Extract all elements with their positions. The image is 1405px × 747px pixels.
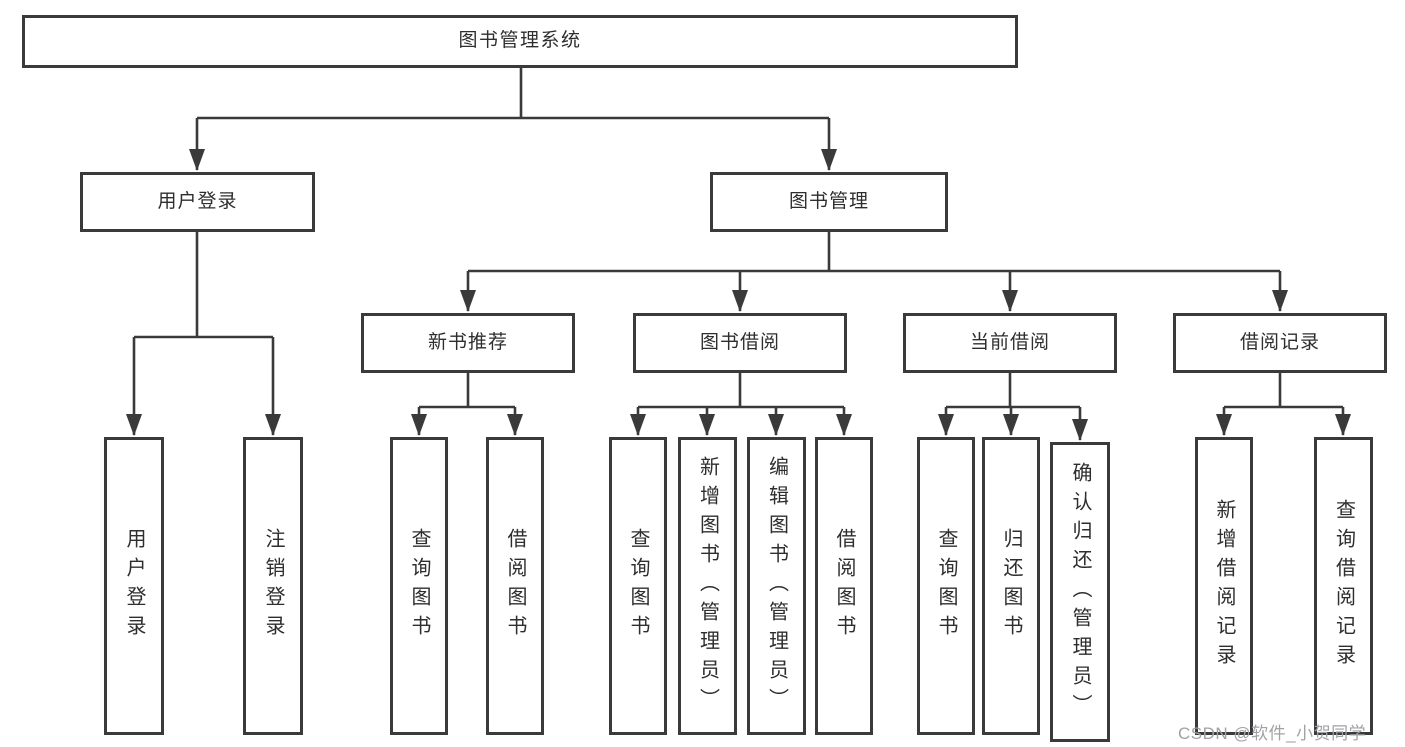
node-book-management: 图书管理 (710, 172, 948, 232)
leaf-borrow-books-2: 借阅图书 (815, 437, 873, 735)
leaf-query-books-borrow: 查询图书 (609, 437, 667, 735)
leaf-query-borrow-record: 查询借阅记录 (1314, 437, 1373, 735)
node-current-borrow: 当前借阅 (903, 313, 1117, 373)
leaf-confirm-return-admin: 确认归还（管理员） (1050, 442, 1110, 742)
leaf-return-book: 归还图书 (982, 437, 1040, 735)
leaf-add-book-admin: 新增图书（管理员） (678, 437, 737, 735)
node-book-borrow: 图书借阅 (633, 313, 847, 373)
leaf-logout: 注销登录 (243, 437, 303, 735)
node-borrow-records: 借阅记录 (1173, 313, 1387, 373)
csdn-watermark: CSDN @软件_小贺同学 (1178, 724, 1367, 743)
node-user-login: 用户登录 (80, 172, 315, 232)
leaf-query-books-recommend: 查询图书 (390, 437, 448, 735)
leaf-borrow-books-recommend: 借阅图书 (486, 437, 544, 735)
node-library-management-system: 图书管理系统 (22, 15, 1018, 68)
leaf-query-books-current: 查询图书 (917, 437, 975, 735)
node-new-book-recommend: 新书推荐 (361, 313, 575, 373)
leaf-add-borrow-record: 新增借阅记录 (1195, 437, 1253, 735)
leaf-user-login: 用户登录 (104, 437, 164, 735)
leaf-edit-book-admin: 编辑图书（管理员） (747, 437, 806, 735)
